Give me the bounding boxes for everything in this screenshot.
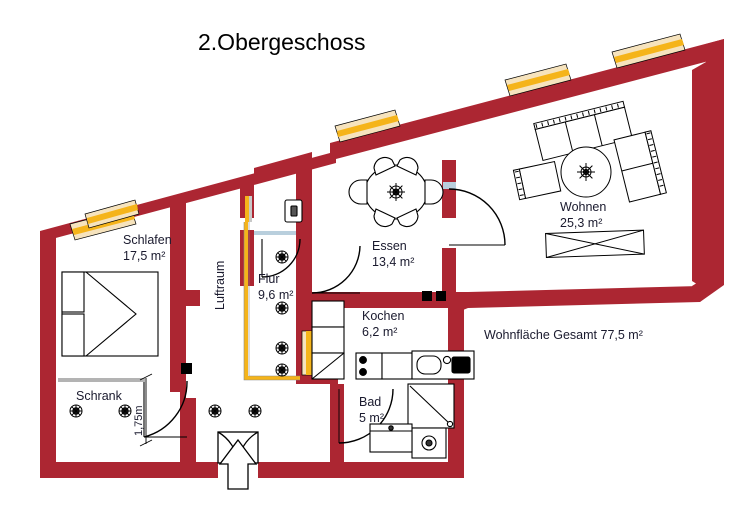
living-room-furniture (512, 100, 667, 259)
window-icon-3 (504, 63, 572, 97)
wall-bad-left (330, 384, 344, 462)
room-area-flur: 9,6 m² (258, 288, 293, 302)
wall-bedroom-right-lower (170, 376, 196, 462)
door-thresholds (254, 182, 456, 235)
room-label-wohnen: Wohnen 25,3 m² (560, 200, 606, 230)
armchair-icon (512, 160, 562, 201)
window-icon-2 (334, 109, 401, 143)
door-swings (143, 188, 506, 444)
room-name-essen: Essen (372, 239, 407, 253)
luftraum-railing (244, 222, 300, 380)
room-name-flur: Flur (258, 272, 280, 286)
window-icon-bedroom (84, 199, 140, 229)
wall-essen-door-stub (442, 160, 456, 184)
page-title: 2.Obergeschoss (198, 29, 365, 55)
switch-box-icon (284, 199, 303, 223)
room-name-wohnen: Wohnen (560, 200, 606, 214)
schrank-label: Schrank (76, 389, 123, 403)
wall-bottom-right (258, 462, 464, 478)
room-label-essen: Essen 13,4 m² (372, 239, 414, 269)
sofa-icon (533, 100, 633, 162)
cabinet-icon (311, 352, 345, 380)
room-name-kochen: Kochen (362, 309, 404, 323)
shower-icon (407, 383, 455, 429)
dimension-label: 1,75m (133, 405, 145, 436)
wall-flur-top (254, 152, 312, 182)
sideboard-icon (545, 229, 645, 259)
door-swing-icon-bedroom (143, 380, 188, 438)
wall-flur-essen (296, 167, 312, 297)
room-label-flur: Flur 9,6 m² (258, 272, 293, 302)
wall-right-exterior (692, 39, 724, 302)
wall-lower-right-vertical (448, 300, 464, 478)
bedroom-furniture (58, 271, 159, 447)
kitchen-furniture (311, 300, 475, 380)
window-icon-flur (245, 196, 252, 222)
ceiling-light-icon (577, 163, 595, 181)
room-area-essen: 13,4 m² (372, 255, 414, 269)
total-area-label: Wohnfläche Gesamt 77,5 m² (484, 328, 643, 342)
door-swing-icon-living (448, 188, 506, 246)
room-area-bad: 5 m² (359, 411, 384, 425)
ceiling-light-icon (208, 404, 222, 418)
dining-table-icon (348, 156, 444, 228)
ceiling-light-icon (275, 301, 289, 315)
wall-living-bottom (468, 286, 700, 308)
wall-bedroom-right (170, 200, 186, 376)
wall-left-exterior (40, 231, 56, 478)
stove-icon (355, 352, 383, 380)
wall-bottom-left (40, 462, 218, 478)
wall-top-angled (40, 39, 724, 239)
wall-marker-kochen-1 (422, 291, 432, 301)
room-area-schlafen: 17,5 m² (123, 249, 165, 263)
room-name-bad: Bad (359, 395, 381, 409)
ceiling-light-icon (387, 183, 405, 201)
ceiling-light-icon (275, 250, 289, 264)
door-swing-icon-essen (311, 245, 361, 294)
room-label-kochen: Kochen 6,2 m² (362, 309, 404, 339)
toilet-icon (411, 427, 447, 459)
ceiling-light-icon (69, 404, 83, 418)
wall-bedroom-right-notch (186, 290, 200, 306)
window-icon-4 (611, 33, 686, 69)
sink-icon (411, 350, 475, 380)
wall-marker-bedroom (181, 363, 192, 374)
wall-essen-right-lower (442, 248, 456, 298)
entrance-door (217, 431, 259, 490)
door-swing-icon-flur (261, 238, 301, 278)
threshold-flur-essen (254, 231, 296, 235)
room-area-kochen: 6,2 m² (362, 325, 397, 339)
room-label-bad: Bad 5 m² (359, 395, 384, 425)
room-label-schlafen: Schlafen 17,5 m² (123, 233, 172, 263)
ceiling-light-icon (248, 404, 262, 418)
bathroom-furniture (369, 383, 455, 459)
ceiling-light-icon (275, 363, 289, 377)
bed-icon (61, 271, 159, 357)
room-area-wohnen: 25,3 m² (560, 216, 602, 230)
luftraum-label: Luftraum (213, 261, 227, 310)
room-name-schlafen: Schlafen (123, 233, 172, 247)
ceiling-light-icon (118, 404, 132, 418)
wall-bedroom-top-right (170, 196, 186, 206)
entrance-arrow-icon (218, 438, 258, 490)
threshold-essen-living (443, 182, 456, 189)
wall-marker-kochen-2 (436, 291, 446, 301)
sofa-icon (613, 130, 667, 203)
ceiling-lights (69, 250, 289, 418)
ceiling-light-icon (275, 341, 289, 355)
dimension-line (139, 373, 153, 447)
washbasin-icon (369, 423, 413, 453)
